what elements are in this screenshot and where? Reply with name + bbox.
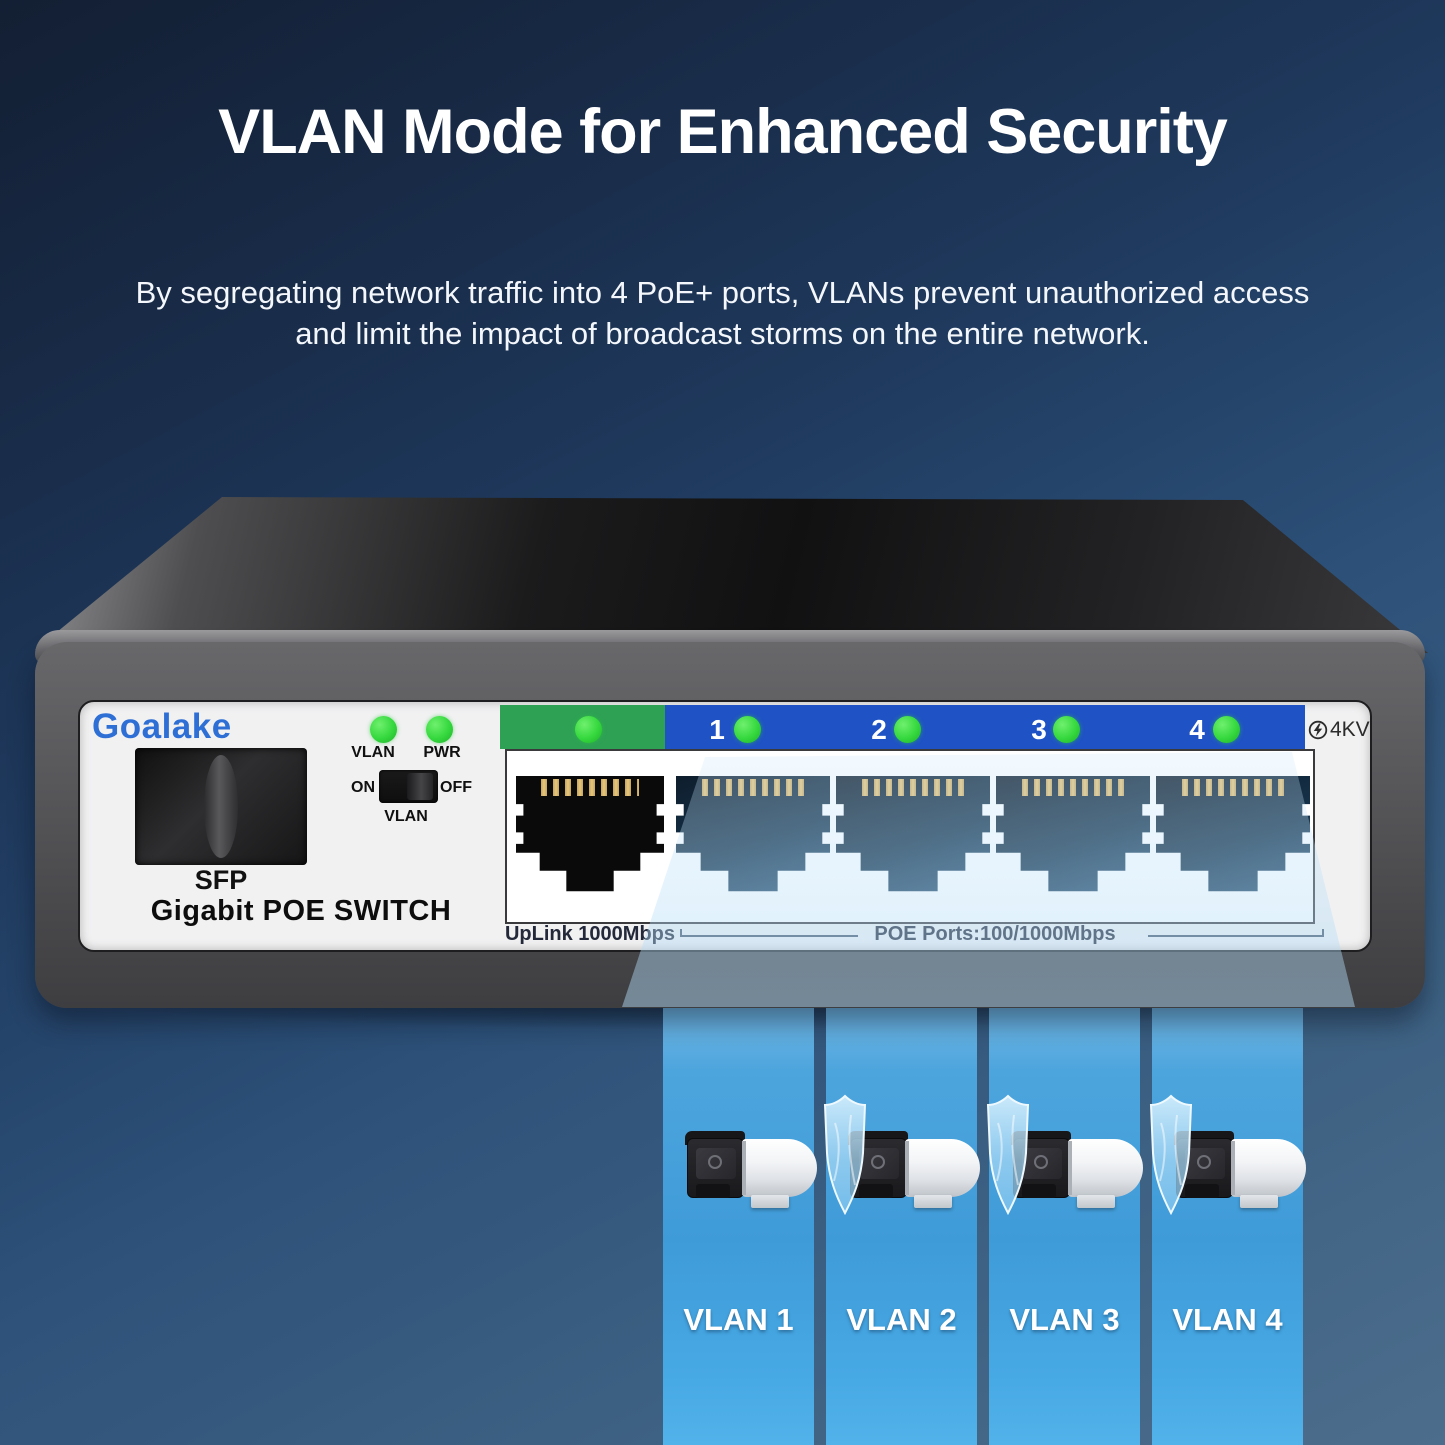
circle-lightning-icon	[1308, 720, 1328, 740]
lens-plate	[696, 1148, 736, 1179]
camera-1	[685, 1131, 819, 1209]
poe-port-3-led	[1053, 716, 1080, 743]
toggle-vlan-label: VLAN	[384, 808, 428, 825]
port-area	[505, 749, 1315, 924]
camera-seam	[1231, 1141, 1235, 1195]
poe-port-4-led	[1213, 716, 1240, 743]
camera-body	[742, 1139, 817, 1197]
ir-window	[1185, 1184, 1219, 1198]
product-label: Gigabit POE SWITCH	[150, 895, 452, 927]
camera-seam	[905, 1141, 909, 1195]
lens-plate	[859, 1148, 899, 1179]
shield-icon	[986, 1094, 1030, 1216]
vlan-beam-4	[1152, 988, 1303, 1445]
vlan-4-label: VLAN 4	[1172, 1302, 1283, 1337]
vlan-1-label: VLAN 1	[683, 1302, 794, 1337]
poe-port-3-number: 3	[1031, 714, 1047, 745]
poe-port-1-led	[734, 716, 761, 743]
vlan-led	[370, 716, 397, 743]
camera-mount	[751, 1195, 789, 1208]
port-pins-icon	[541, 779, 639, 796]
switch-faceplate: Goalake SFP Gigabit POE SWITCH VLAN PWR …	[78, 700, 1372, 952]
pwr-led	[426, 716, 453, 743]
poe-port-2-led	[894, 716, 921, 743]
camera-seam	[742, 1141, 746, 1195]
lens-ring-icon	[871, 1155, 885, 1169]
camera-lens	[687, 1138, 744, 1198]
vlan-led-label: VLAN	[351, 744, 395, 761]
pwr-led-label: PWR	[423, 744, 461, 761]
poe-bracket	[1148, 929, 1324, 945]
poe-port-4-number: 4	[1189, 714, 1205, 745]
toggle-on-label: ON	[351, 779, 375, 796]
lens-plate	[1185, 1148, 1225, 1179]
camera-mount	[1240, 1195, 1278, 1208]
vlan-beam-1	[663, 988, 814, 1445]
poe-band: 1 2 3 4	[665, 705, 1305, 749]
toggle-off-label: OFF	[440, 779, 472, 796]
vlan-toggle-switch	[379, 770, 438, 803]
lens-ring-icon	[708, 1155, 722, 1169]
uplink-bracket	[680, 929, 858, 945]
ir-window	[859, 1184, 893, 1198]
shield-icon	[823, 1094, 867, 1216]
lens-plate	[1022, 1148, 1062, 1179]
shield-icon	[1149, 1094, 1193, 1216]
surge-protection-badge: 4KV	[1308, 718, 1370, 742]
port-glow	[622, 752, 1355, 1007]
subtitle-line-2: and limit the impact of broadcast storms…	[295, 316, 1150, 351]
camera-body	[1231, 1139, 1306, 1197]
port-pins-icon	[1182, 779, 1284, 796]
vlan-beam-2	[826, 988, 977, 1445]
uplink-caption: UpLink 1000Mbps	[504, 923, 676, 945]
switch-top-face	[35, 497, 1428, 653]
page-subtitle: By segregating network traffic into 4 Po…	[0, 272, 1445, 354]
uplink-band	[500, 705, 665, 749]
camera-body	[1068, 1139, 1143, 1197]
lens-ring-icon	[1034, 1155, 1048, 1169]
camera-mount	[1077, 1195, 1115, 1208]
page-title: VLAN Mode for Enhanced Security	[218, 97, 1228, 167]
poe-port-2-number: 2	[871, 714, 887, 745]
surge-label: 4KV	[1330, 718, 1370, 741]
vlan-beam-3	[989, 988, 1140, 1445]
sfp-port	[135, 748, 307, 865]
bracket-tick	[680, 929, 682, 937]
camera-mount	[914, 1195, 952, 1208]
subtitle-line-1: By segregating network traffic into 4 Po…	[135, 275, 1310, 310]
port-pins-icon	[862, 779, 964, 796]
uplink-port	[516, 776, 664, 892]
poe-port-1-number: 1	[709, 714, 725, 745]
port-pins-icon	[702, 779, 804, 796]
uplink-led	[575, 716, 602, 743]
toggle-knob	[406, 772, 434, 801]
bracket-tick	[1322, 929, 1324, 937]
lens-ring-icon	[1197, 1155, 1211, 1169]
camera-seam	[1068, 1141, 1072, 1195]
poe-caption: POE Ports:100/1000Mbps	[867, 923, 1123, 946]
camera-body	[905, 1139, 980, 1197]
sfp-label: SFP	[194, 865, 248, 895]
ir-window	[696, 1184, 730, 1198]
sfp-slot-icon	[204, 755, 238, 858]
poe-switch-device: Goalake SFP Gigabit POE SWITCH VLAN PWR …	[35, 642, 1425, 1008]
vlan-3-label: VLAN 3	[1009, 1302, 1120, 1337]
port-pins-icon	[1022, 779, 1124, 796]
vlan-2-label: VLAN 2	[846, 1302, 957, 1337]
brand-logo: Goalake	[92, 707, 232, 746]
ir-window	[1022, 1184, 1056, 1198]
